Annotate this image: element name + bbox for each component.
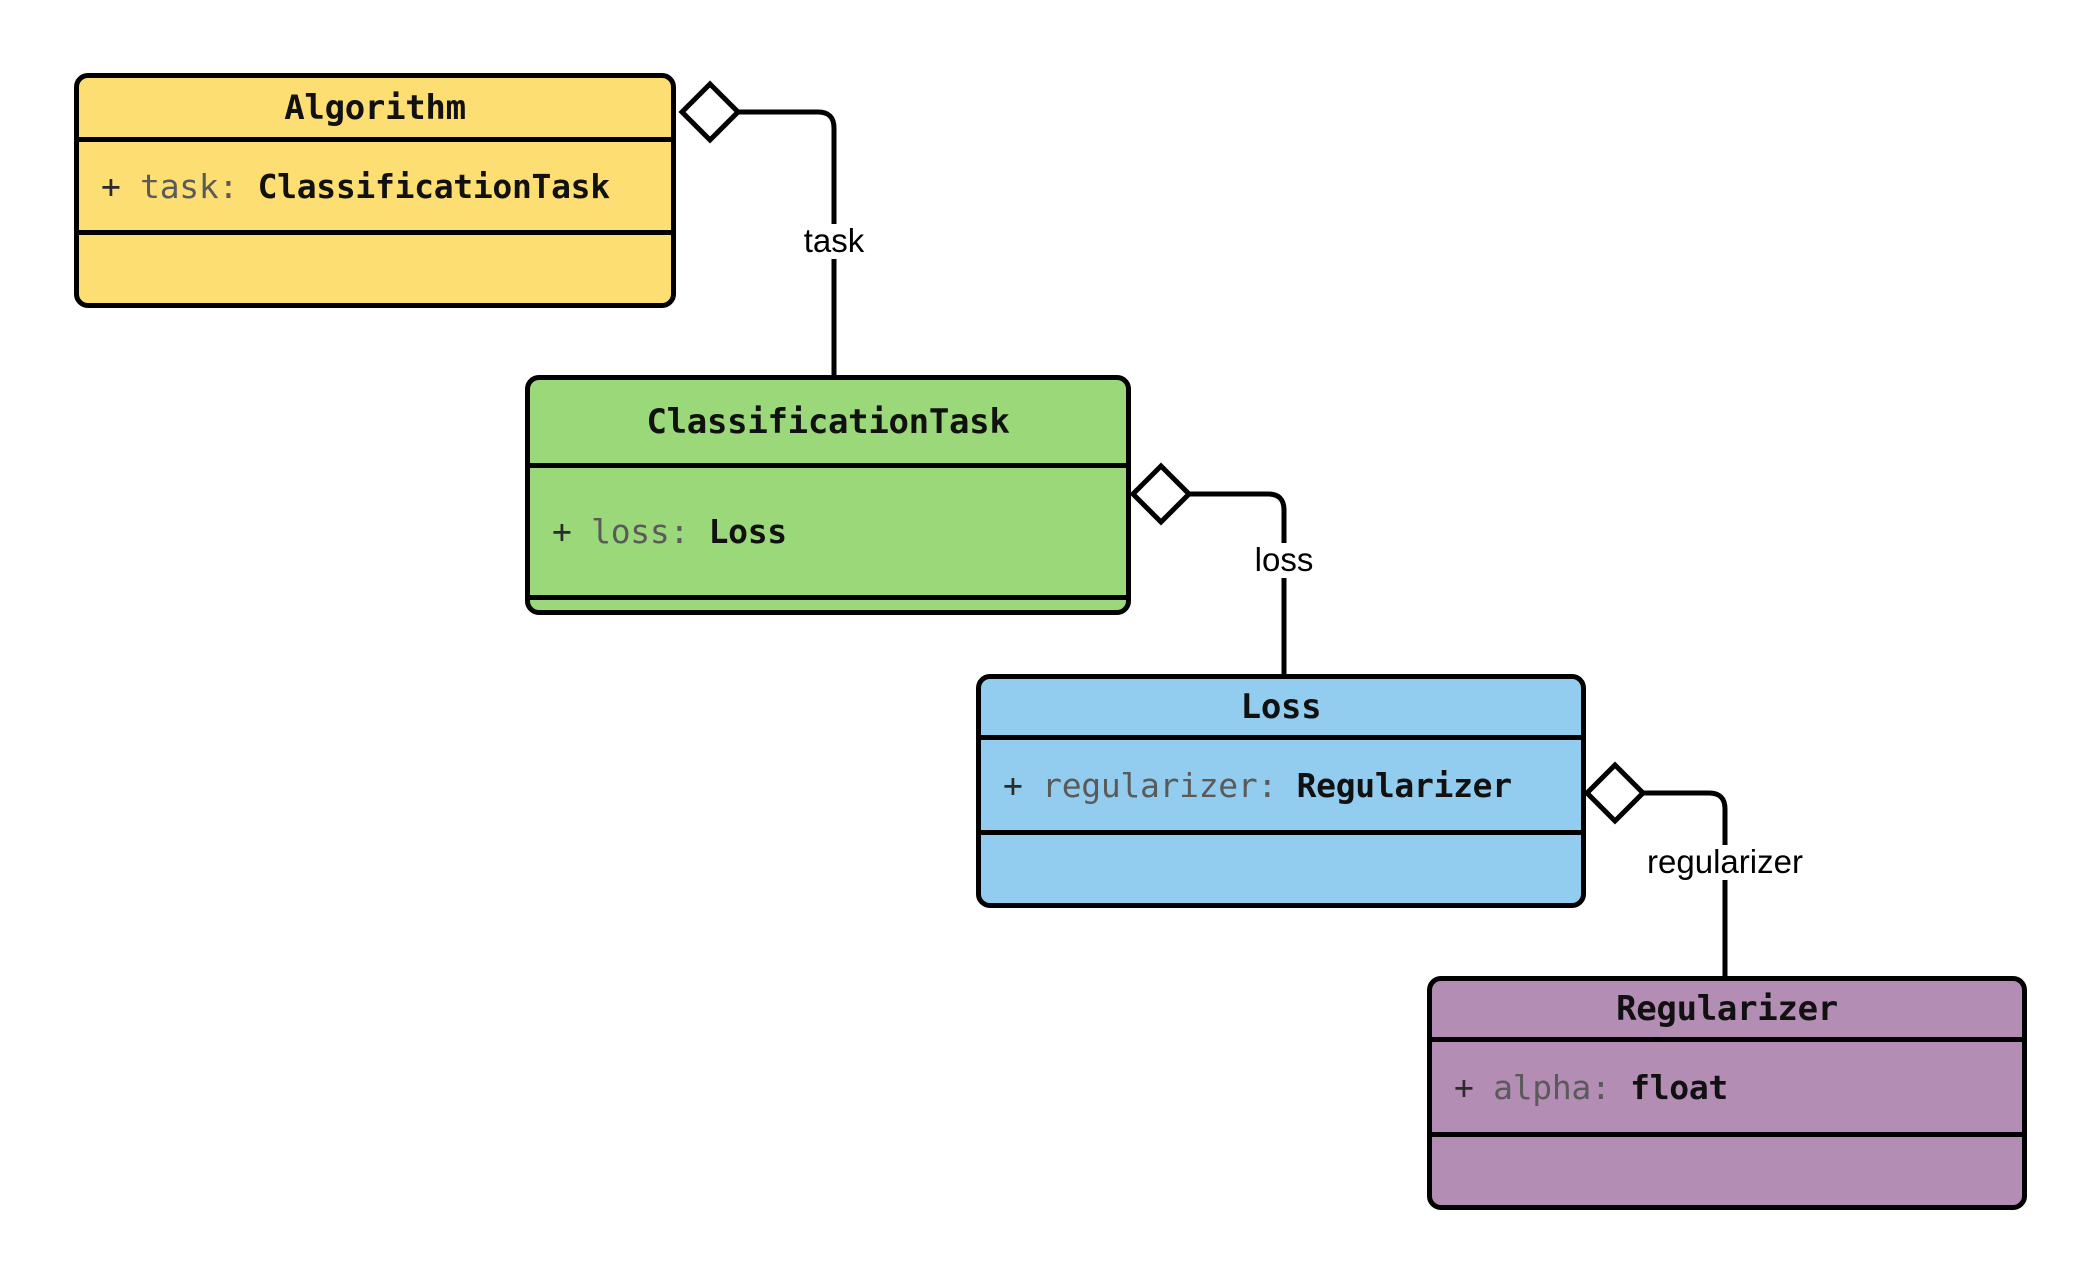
attribute-type: Loss [708, 512, 788, 551]
attribute-type: float [1630, 1067, 1728, 1107]
class-methods-algorithm [79, 235, 671, 303]
attribute-row: + regularizer: Regularizer [1003, 766, 1581, 805]
attribute-name: task [140, 166, 219, 206]
class-attributes-regularizer: + alpha: float [1432, 1042, 2022, 1137]
attribute-name: loss [591, 512, 670, 551]
attribute-visibility: + [552, 512, 572, 551]
class-attributes-algorithm: + task: ClassificationTask [79, 142, 671, 235]
attribute-row: + alpha: float [1454, 1068, 2022, 1107]
relationship-line-algorithm-task [738, 109, 837, 375]
class-name-classification-task: ClassificationTask [530, 380, 1126, 468]
class-name-loss: Loss [981, 679, 1581, 740]
attribute-name: alpha [1493, 1067, 1591, 1107]
attribute-visibility: + [1454, 1067, 1474, 1107]
attribute-colon: : [218, 166, 239, 206]
attribute-colon: : [1257, 765, 1277, 805]
class-name-algorithm: Algorithm [79, 78, 671, 142]
attribute-row: + task: ClassificationTask [101, 167, 671, 206]
relationship-line-task-loss [1189, 491, 1287, 674]
class-methods-classification-task [530, 600, 1126, 610]
class-attributes-loss: + regularizer: Regularizer [981, 740, 1581, 835]
aggregation-diamond-loss-regularizer [1583, 761, 1647, 825]
class-box-regularizer[interactable]: Regularizer + alpha: float [1427, 976, 2027, 1210]
attribute-colon: : [1591, 1067, 1611, 1107]
relationship-label-task-loss: loss [1249, 542, 1319, 578]
attribute-type: Regularizer [1296, 765, 1513, 805]
attribute-name: regularizer [1042, 765, 1258, 805]
relationship-label-algorithm-task: task [798, 223, 870, 259]
attribute-type: ClassificationTask [257, 166, 611, 206]
attribute-visibility: + [1003, 765, 1023, 805]
class-methods-regularizer [1432, 1137, 2022, 1205]
attribute-colon: : [669, 512, 690, 551]
relationship-line-loss-regularizer [1643, 790, 1728, 976]
aggregation-diamond-algorithm-task [678, 80, 742, 144]
class-box-loss[interactable]: Loss + regularizer: Regularizer [976, 674, 1586, 908]
class-methods-loss [981, 835, 1581, 903]
class-box-classification-task[interactable]: ClassificationTask + loss: Loss [525, 375, 1131, 615]
relationship-label-loss-regularizer: regularizer [1642, 844, 1808, 880]
class-attributes-classification-task: + loss: Loss [530, 468, 1126, 600]
class-box-algorithm[interactable]: Algorithm + task: ClassificationTask [74, 73, 676, 308]
attribute-visibility: + [101, 166, 121, 206]
aggregation-diamond-task-loss [1129, 462, 1193, 526]
attribute-row: + loss: Loss [552, 512, 1126, 551]
class-name-regularizer: Regularizer [1432, 981, 2022, 1042]
